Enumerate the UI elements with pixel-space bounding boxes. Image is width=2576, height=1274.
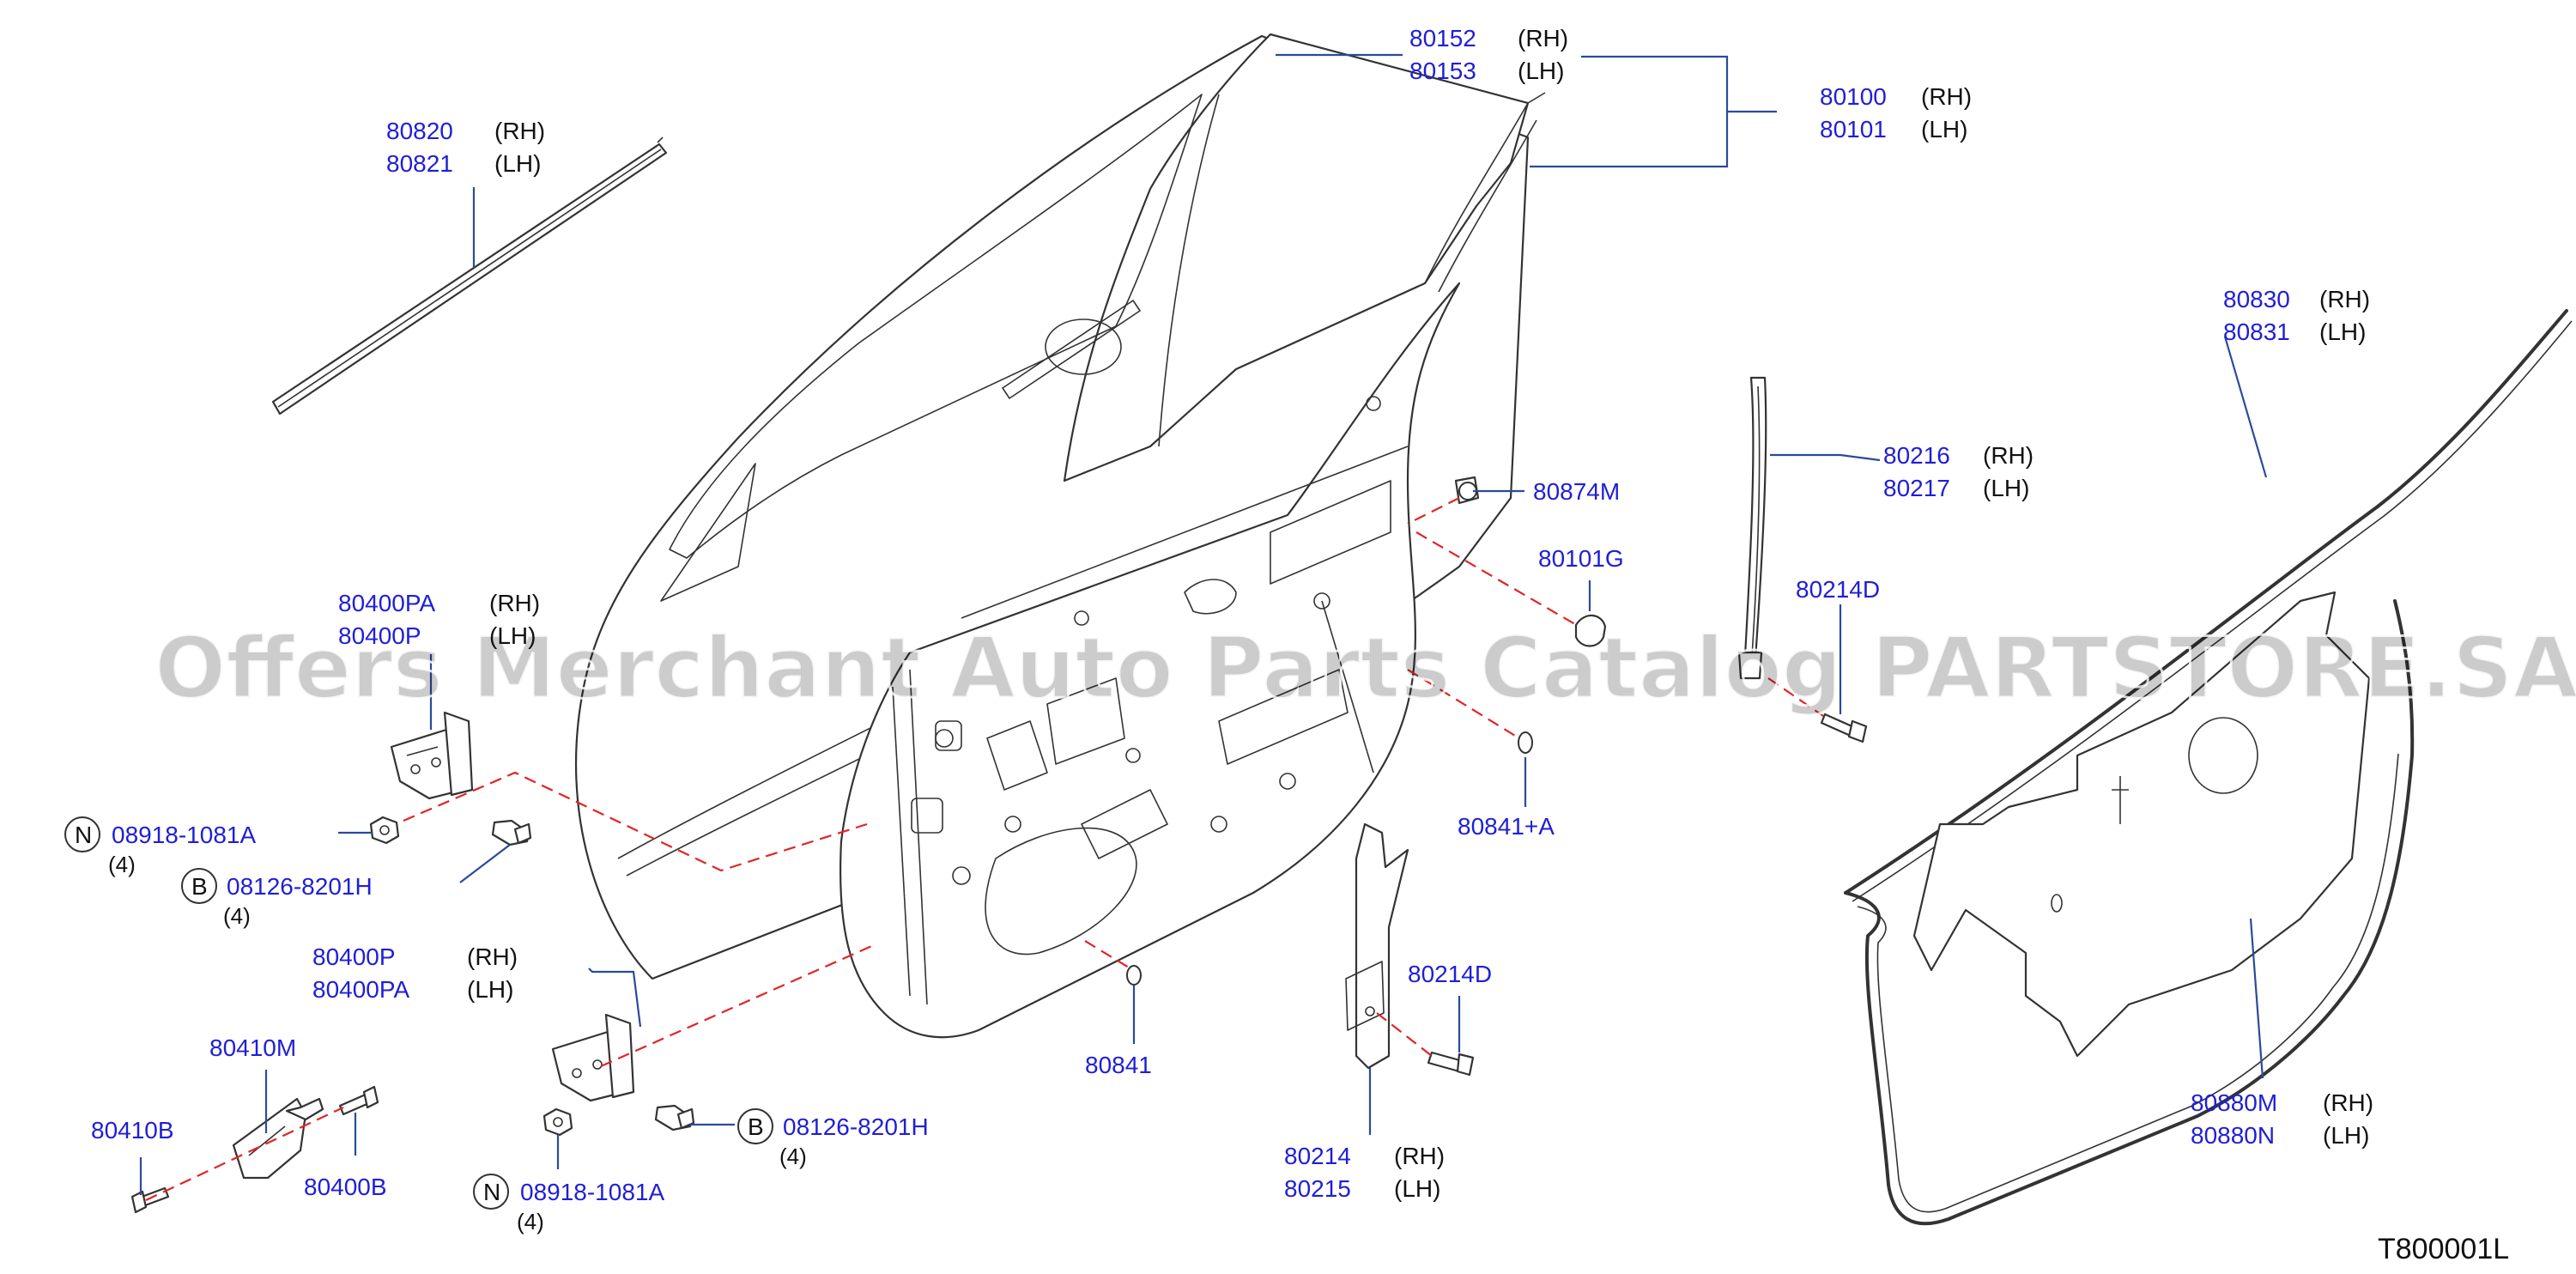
label-80821-side: (LH) <box>494 150 541 177</box>
label-bolt-lower-qty: (4) <box>779 1144 807 1169</box>
label-80880N-side: (LH) <box>2323 1122 2369 1149</box>
label-80880N-part: 80880N <box>2191 1122 2275 1149</box>
label-hinge-lower-rh-side: (RH) <box>467 943 518 970</box>
weatherstrip-80830-drawing <box>1844 309 2573 1226</box>
label-nut-lower-part: 08918-1081A <box>520 1179 664 1205</box>
clip-80874M-drawing <box>1454 476 1480 505</box>
label-80400B-part: 80400B <box>304 1174 387 1200</box>
label-hinge-upper-lh-part: 80400P <box>338 622 421 649</box>
label-nut-lower-qty: (4) <box>517 1209 544 1235</box>
label-80153-part: 80153 <box>1409 58 1476 84</box>
label-80101-part: 80101 <box>1820 116 1887 143</box>
label-80101-side: (LH) <box>1921 116 1967 143</box>
label-80152-side: (RH) <box>1518 25 1568 52</box>
label-bolt-lower-part: 08126-8201H <box>783 1113 929 1140</box>
label-80410M-part: 80410M <box>209 1034 296 1061</box>
label-80216-part: 80216 <box>1883 442 1950 469</box>
label-80841A-part: 80841+A <box>1458 813 1555 840</box>
hinge-lower-drawing <box>551 1013 635 1102</box>
label-hinge-lower-rh-part: 80400P <box>312 943 396 970</box>
label-bolt-upper-part: 08126-8201H <box>227 873 373 900</box>
callout-labels: 80820 (RH) 80821 (LH) 80152 (RH) 80153 (… <box>64 25 2373 1235</box>
nut-upper-drawing <box>369 816 400 845</box>
bolt-80410B-drawing <box>130 1186 170 1214</box>
label-hinge-upper-lh-side: (LH) <box>489 622 536 649</box>
bolt-80214D-lower-drawing <box>1427 1051 1475 1077</box>
label-80153-side: (LH) <box>1518 58 1564 84</box>
label-80217-part: 80217 <box>1883 475 1950 501</box>
badge-N-lower-letter: N <box>483 1179 500 1205</box>
label-80830-side: (RH) <box>2319 286 2370 312</box>
badge-B-lower <box>737 1108 773 1144</box>
label-80410B-part: 80410B <box>91 1117 174 1144</box>
dashed-guides <box>145 497 1824 1201</box>
moulding-80820-drawing <box>271 136 668 416</box>
label-80820-part: 80820 <box>386 118 453 144</box>
bolt-B-lower-drawing <box>654 1104 695 1131</box>
plug-80841-drawing <box>1126 965 1142 986</box>
leader-lines <box>139 53 2268 1195</box>
badge-B-upper-letter: B <box>191 873 208 900</box>
label-80831-side: (LH) <box>2319 318 2366 345</box>
badge-B-upper <box>181 868 217 904</box>
label-80100-side: (RH) <box>1921 83 1972 110</box>
label-80152-part: 80152 <box>1409 25 1476 52</box>
label-80214-side: (RH) <box>1394 1143 1445 1169</box>
bolt-80400B-drawing <box>338 1085 379 1116</box>
label-80821-part: 80821 <box>386 150 453 177</box>
watermark: Offers Merchant Auto Parts Catalog PARTS… <box>155 620 2576 718</box>
badge-N-upper <box>64 816 100 852</box>
nut-lower-drawing <box>542 1107 573 1137</box>
label-80214D-lower-part: 80214D <box>1408 961 1492 987</box>
label-80880M-side: (RH) <box>2323 1089 2373 1116</box>
plug-80841A-drawing <box>1518 731 1533 754</box>
door-check-drawing <box>232 1097 324 1180</box>
label-80831-part: 80831 <box>2223 318 2290 345</box>
badge-N-upper-letter: N <box>75 822 92 848</box>
label-80830-part: 80830 <box>2223 286 2290 312</box>
label-80101G-part: 80101G <box>1538 545 1624 572</box>
label-hinge-lower-lh-side: (LH) <box>467 976 513 1003</box>
door-panel-drawing <box>574 33 1546 980</box>
label-hinge-upper-rh-side: (RH) <box>489 590 540 616</box>
sash-channel-80216-drawing <box>1737 376 1767 680</box>
label-80100-part: 80100 <box>1820 83 1887 110</box>
label-nut-upper-part: 08918-1081A <box>112 822 256 848</box>
label-80214-part: 80214 <box>1284 1143 1351 1169</box>
label-nut-upper-qty: (4) <box>108 852 136 877</box>
label-80215-part: 80215 <box>1284 1175 1351 1202</box>
door-inner-structure-drawing <box>839 282 1461 1039</box>
badge-N-lower <box>473 1174 509 1210</box>
label-bolt-upper-qty: (4) <box>223 903 251 929</box>
seal-80880M-drawing <box>1912 591 2371 1058</box>
label-80874M-part: 80874M <box>1533 478 1620 505</box>
diagram-reference: T800001L <box>2378 1233 2509 1265</box>
hinge-upper-drawing <box>390 711 474 800</box>
label-hinge-upper-rh-part: 80400PA <box>338 590 435 616</box>
label-80820-side: (RH) <box>494 118 545 144</box>
bolt-B-upper-drawing <box>491 819 532 846</box>
label-80841-part: 80841 <box>1085 1052 1152 1078</box>
badge-B-lower-letter: B <box>748 1113 764 1140</box>
label-80215-side: (LH) <box>1394 1175 1440 1202</box>
label-hinge-lower-lh-part: 80400PA <box>312 976 409 1003</box>
grommet-80101G-drawing <box>1574 614 1607 647</box>
label-80880M-part: 80880M <box>2191 1089 2277 1116</box>
label-80216-side: (RH) <box>1983 442 2034 469</box>
bolt-80214D-upper-drawing <box>1820 713 1868 743</box>
sash-80214-drawing <box>1345 822 1409 1070</box>
label-80214D-upper-part: 80214D <box>1796 576 1880 603</box>
label-80217-side: (LH) <box>1983 475 2029 501</box>
